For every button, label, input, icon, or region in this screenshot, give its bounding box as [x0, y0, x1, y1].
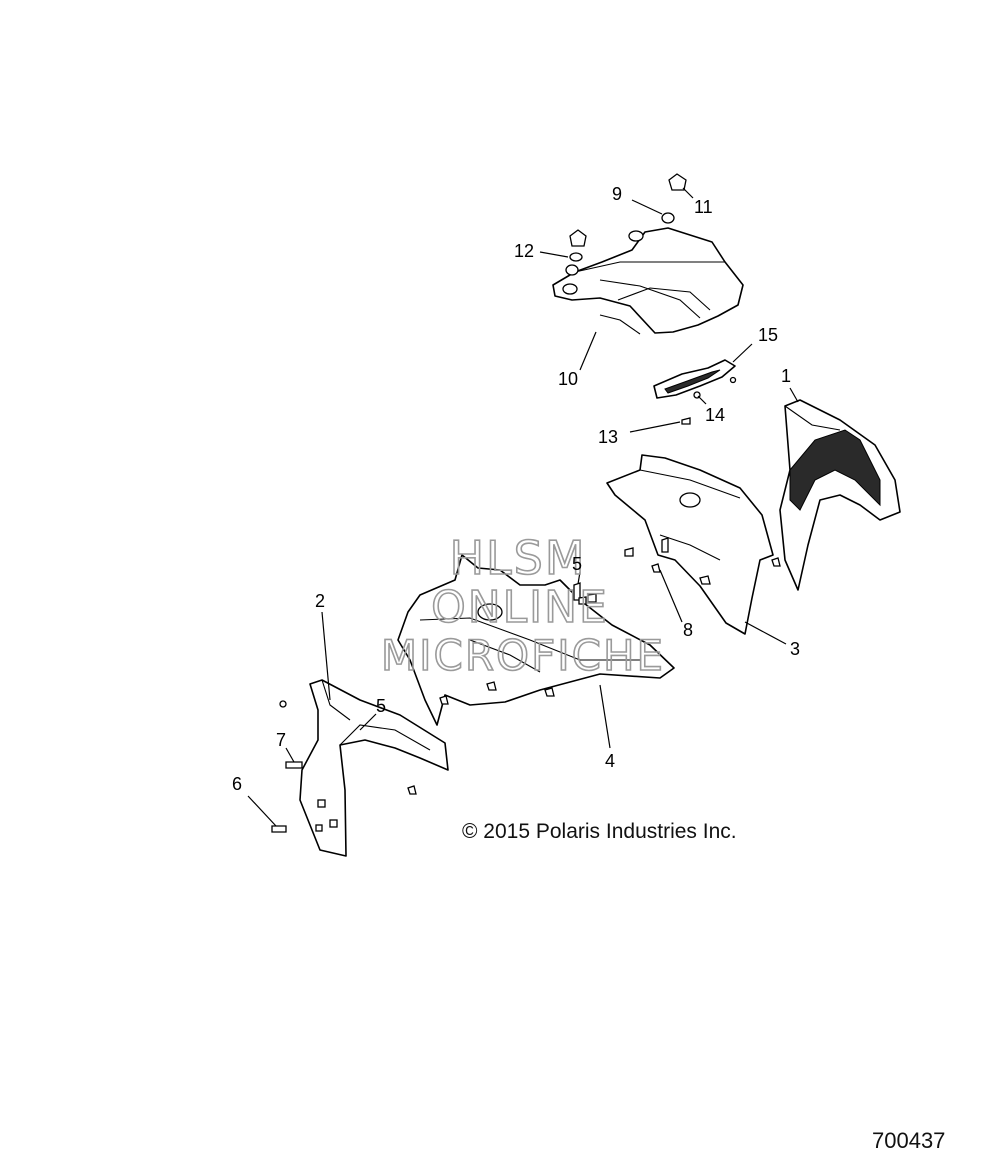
- part-15-bracket: [653, 359, 736, 399]
- figure-number: 700437: [872, 1128, 946, 1153]
- part-3-center-panel: [606, 454, 774, 635]
- callout-11: 11: [694, 197, 713, 217]
- callout-9: 9: [612, 184, 622, 204]
- callout-5-upper: 5: [572, 554, 582, 574]
- callout-6: 6: [232, 774, 242, 794]
- callout-15: 15: [758, 325, 778, 345]
- copyright-notice: © 2015 Polaris Industries Inc.: [462, 820, 737, 843]
- part-1-side-panel: [779, 399, 901, 591]
- callout-labels: 9 11 12 15 10 1 14 13 5 2 8 3 5 7 4 6: [232, 184, 800, 794]
- callout-5-lower: 5: [376, 696, 386, 716]
- callout-1: 1: [781, 366, 791, 386]
- watermark-line-1: HLSM: [449, 531, 586, 585]
- callout-12: 12: [514, 241, 534, 261]
- part-10-top-panel: [552, 227, 744, 335]
- part-4-front-panel: [397, 554, 675, 726]
- callout-2: 2: [315, 591, 325, 611]
- watermark: HLSM ONLINE MICROFICHE: [380, 530, 665, 681]
- callout-3: 3: [790, 639, 800, 659]
- watermark-line-3: MICROFICHE: [381, 631, 665, 680]
- callout-7: 7: [276, 730, 286, 750]
- callout-13: 13: [598, 427, 618, 447]
- leader-lines: [247, 187, 799, 827]
- part-2-lower-fender: [299, 679, 449, 857]
- callout-4: 4: [605, 751, 615, 771]
- watermark-line-2: ONLINE: [431, 582, 609, 633]
- callout-10: 10: [558, 369, 578, 389]
- hardware-fasteners: [271, 173, 781, 833]
- callout-8: 8: [683, 620, 693, 640]
- callout-14: 14: [705, 405, 725, 425]
